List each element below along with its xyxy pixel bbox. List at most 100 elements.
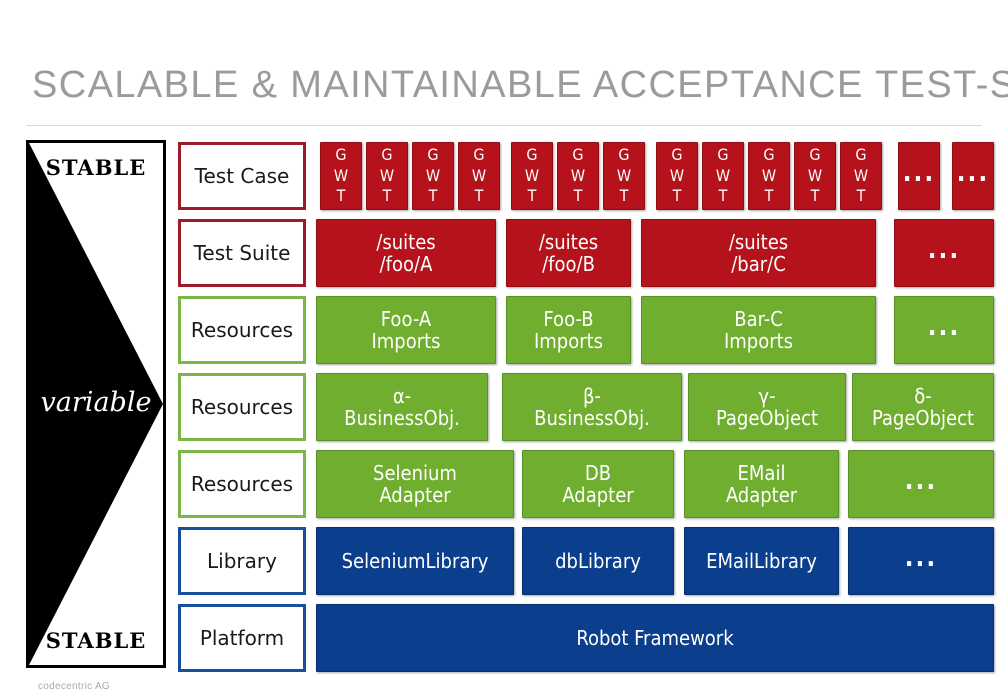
layer-cell-line: G <box>335 145 347 165</box>
layer-cell[interactable]: β-BusinessObj. <box>502 373 682 441</box>
layer-cell-line: Selenium <box>373 460 457 485</box>
layer-cell-line: /foo/B <box>542 252 595 276</box>
layer-cell[interactable]: /suites/bar/C <box>641 219 876 287</box>
layer-cell-line: γ- <box>758 383 776 408</box>
layer-cell-line: ... <box>927 235 961 266</box>
page-title: SCALABLE & MAINTAINABLE ACCEPTANCE TEST-… <box>32 64 1008 106</box>
layer-cell[interactable]: SeleniumLibrary <box>316 527 514 595</box>
layer-cell-line: Foo-B <box>543 306 594 331</box>
layer-cell-line: /suites <box>728 229 789 254</box>
layer-cell-line: SeleniumLibrary <box>341 548 489 573</box>
layer-cell-line: BusinessObj. <box>534 406 650 430</box>
layer-cell-line: G <box>473 145 485 165</box>
layer-cell[interactable]: /suites/foo/A <box>316 219 496 287</box>
layer-cell-line: G <box>427 145 439 165</box>
layer-cell-ellipsis[interactable]: ... <box>848 527 994 595</box>
layer-cell[interactable]: δ-PageObject <box>852 373 994 441</box>
layer-cell-line: /suites <box>376 229 436 254</box>
layer-cell-line: BusinessObj. <box>344 406 460 430</box>
layer-cell-line: T <box>474 186 484 206</box>
layer-cell-line: ... <box>927 312 961 343</box>
layer-cell-line: T <box>619 186 629 206</box>
layer-cell-line: G <box>618 145 630 165</box>
layer-cell-ellipsis[interactable]: ... <box>898 142 940 210</box>
layer-cell[interactable]: Robot Framework <box>316 604 994 672</box>
layer-cell-line: W <box>524 165 540 185</box>
layer-cell[interactable]: EMailLibrary <box>684 527 839 595</box>
layer-cell-ellipsis[interactable]: ... <box>894 296 994 364</box>
layer-category-test-case[interactable]: Test Case <box>178 142 306 210</box>
layer-track: Robot Framework <box>316 604 994 672</box>
layer-cell[interactable]: dbLibrary <box>522 527 674 595</box>
layer-cell-ellipsis[interactable]: ... <box>894 219 994 287</box>
layer-cell-ellipsis[interactable]: ... <box>952 142 994 210</box>
layer-cell-line: Imports <box>371 329 441 353</box>
layer-cell-line: δ- <box>914 383 932 408</box>
layer-category-resources[interactable]: Resources <box>178 373 306 441</box>
layer-category-resources[interactable]: Resources <box>178 450 306 518</box>
layer-cell-line: T <box>428 186 438 206</box>
layer-cell-line: G <box>526 145 538 165</box>
layer-cell[interactable]: γ-PageObject <box>688 373 846 441</box>
layer-category-platform[interactable]: Platform <box>178 604 306 672</box>
layer-cell-line: T <box>672 186 682 206</box>
layer-cell-line: PageObject <box>715 406 819 430</box>
layer-cell-ellipsis[interactable]: ... <box>848 450 994 518</box>
layer-cell-line: G <box>763 145 775 165</box>
layer-category-resources[interactable]: Resources <box>178 296 306 364</box>
layer-cell-line: W <box>669 165 685 185</box>
title-divider <box>26 125 982 126</box>
layer-cell-line: W <box>425 165 441 185</box>
layer-cell-line: Bar-C <box>734 306 783 331</box>
layer-cell-line: W <box>616 165 632 185</box>
axis-label-middle: variable <box>40 387 152 418</box>
layer-cell-line: /foo/A <box>379 252 433 276</box>
layer-cell-line: T <box>718 186 728 206</box>
layer-category-library[interactable]: Library <box>178 527 306 595</box>
layer-cell-line: /suites <box>538 229 599 254</box>
layer-category-test-suite[interactable]: Test Suite <box>178 219 306 287</box>
layer-cell-line: W <box>853 165 869 185</box>
layer-cell-line: Imports <box>723 329 794 353</box>
layer-cell-line: G <box>717 145 729 165</box>
layer-cell-line: PageObject <box>871 406 975 430</box>
stability-axis-panel: STABLE variable STABLE <box>26 140 166 668</box>
layer-cell-line: W <box>333 165 349 185</box>
layer-cell-line: G <box>572 145 584 165</box>
layer-cell-line: /bar/C <box>731 252 786 276</box>
footer-credit: codecentric AG <box>38 681 111 692</box>
layer-cell-line: G <box>381 145 393 165</box>
layer-cell[interactable]: α-BusinessObj. <box>316 373 488 441</box>
layer-cell-line: Imports <box>533 329 604 353</box>
layer-cell-line: Adapter <box>562 483 634 507</box>
layer-cell[interactable]: /suites/foo/B <box>506 219 631 287</box>
layer-track: α-BusinessObj.β-BusinessObj.γ-PageObject… <box>316 373 994 441</box>
axis-label-bottom: STABLE <box>45 628 147 653</box>
